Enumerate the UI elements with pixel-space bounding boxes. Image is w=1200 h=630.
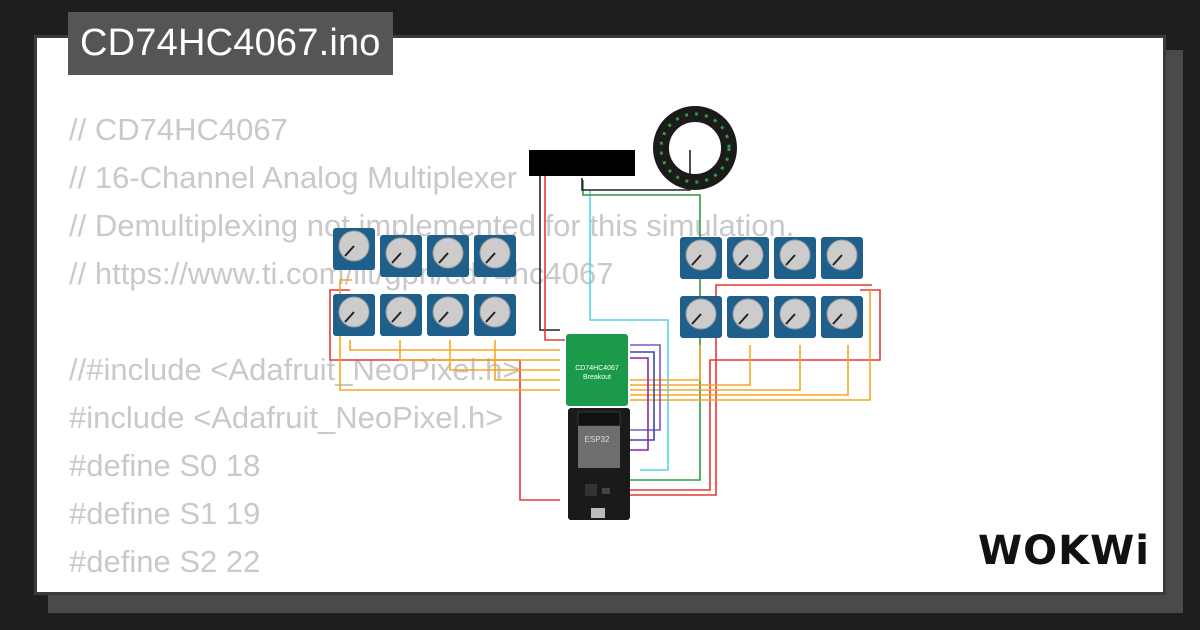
wire-orange bbox=[630, 345, 701, 381]
potentiometer[interactable] bbox=[774, 296, 816, 338]
code-line: // 16-Channel Analog Multiplexer bbox=[69, 160, 518, 195]
code-background: // CD74HC4067 // 16-Channel Analog Multip… bbox=[69, 106, 795, 592]
potentiometer-group-right bbox=[680, 237, 863, 338]
mux-breakout-board[interactable]: CD74HC4067 Breakout bbox=[566, 334, 628, 406]
usb-port bbox=[591, 508, 605, 518]
wire-blue bbox=[630, 351, 655, 441]
wokwi-logo: WOKWi bbox=[978, 528, 1150, 574]
potentiometer[interactable] bbox=[727, 237, 769, 279]
esp32-chip-label: ESP32 bbox=[585, 435, 610, 444]
code-line: #include <Adafruit_NeoPixel.h> bbox=[69, 400, 504, 435]
potentiometer[interactable] bbox=[727, 296, 769, 338]
potentiometer[interactable] bbox=[680, 296, 722, 338]
wire-black bbox=[581, 150, 691, 191]
wire-orange bbox=[630, 345, 801, 391]
code-line: #define S0 18 bbox=[69, 448, 261, 483]
potentiometer[interactable] bbox=[774, 237, 816, 279]
wire-cyan bbox=[589, 190, 669, 471]
neopixel-ring[interactable] bbox=[653, 106, 737, 190]
wire-orange bbox=[399, 340, 560, 361]
potentiometer[interactable] bbox=[821, 296, 863, 338]
potentiometer[interactable] bbox=[474, 235, 516, 277]
wire-black bbox=[539, 176, 560, 331]
wire-orange bbox=[630, 345, 751, 386]
potentiometer[interactable] bbox=[474, 294, 516, 336]
esp32-board[interactable]: ESP32 bbox=[568, 408, 630, 520]
potentiometer[interactable] bbox=[380, 294, 422, 336]
project-title: CD74HC4067.ino bbox=[68, 12, 393, 75]
code-line: #define S1 19 bbox=[69, 496, 261, 531]
oled-display[interactable] bbox=[529, 150, 635, 176]
code-line: // Demultiplexing not implemented for th… bbox=[69, 208, 795, 243]
code-line: // CD74HC4067 bbox=[69, 112, 288, 147]
potentiometer[interactable] bbox=[680, 237, 722, 279]
wire-orange bbox=[630, 345, 849, 396]
wire-red bbox=[630, 289, 881, 491]
potentiometer[interactable] bbox=[821, 237, 863, 279]
potentiometer[interactable] bbox=[333, 228, 375, 270]
project-card[interactable]: // CD74HC4067 // 16-Channel Analog Multip… bbox=[34, 35, 1166, 595]
wire-red bbox=[544, 176, 565, 341]
code-line: #define S2 22 bbox=[69, 544, 261, 579]
potentiometer[interactable] bbox=[427, 235, 469, 277]
potentiometer-group-left bbox=[333, 228, 516, 336]
wire-purple bbox=[630, 344, 661, 431]
breakout-sublabel: Breakout bbox=[583, 374, 611, 381]
wire-orange bbox=[349, 340, 560, 351]
breakout-label: CD74HC4067 bbox=[575, 365, 619, 372]
wire-orange bbox=[449, 340, 560, 371]
potentiometer[interactable] bbox=[427, 294, 469, 336]
wires bbox=[329, 150, 881, 501]
wire-purple bbox=[630, 357, 649, 451]
potentiometer[interactable] bbox=[333, 294, 375, 336]
wire-orange bbox=[630, 290, 871, 401]
wire-orange bbox=[494, 340, 560, 381]
potentiometer[interactable] bbox=[380, 235, 422, 277]
